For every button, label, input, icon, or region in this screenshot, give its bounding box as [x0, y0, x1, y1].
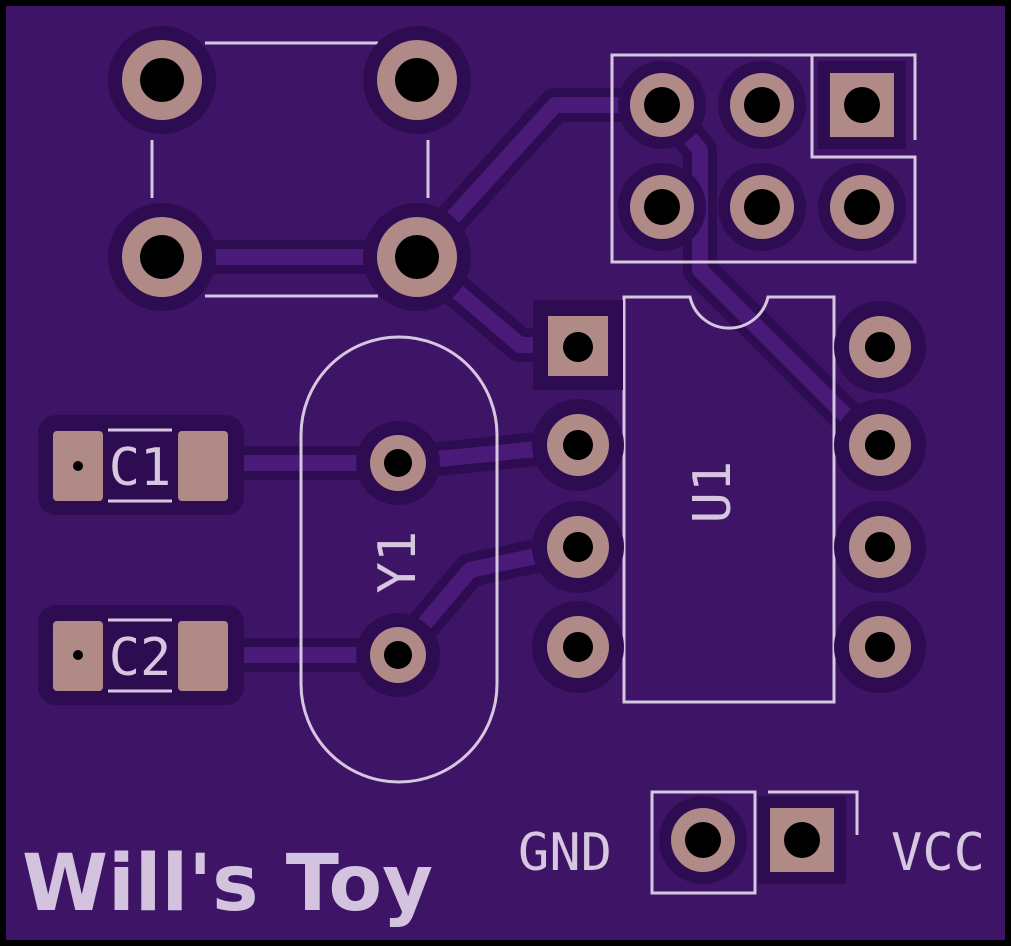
switch-silkscreen	[150, 41, 430, 298]
ic-u1: U1	[532, 295, 926, 704]
power-header-silkscreen	[650, 790, 859, 895]
c1-pad-2	[178, 431, 228, 501]
vcc-label: VCC	[891, 823, 985, 883]
capacitor-c2: C2	[38, 605, 244, 705]
u1-label: U1	[683, 461, 743, 524]
gnd-label: GND	[518, 823, 612, 883]
c2-pad-2	[178, 621, 228, 691]
c1-polarity-dot	[73, 461, 83, 471]
u1-silkscreen	[622, 295, 836, 704]
switch-pads	[108, 26, 471, 311]
crystal-y1: Y1	[299, 335, 499, 784]
c2-polarity-dot	[73, 650, 83, 660]
c2-label: C2	[109, 628, 172, 688]
y1-label: Y1	[368, 531, 428, 594]
capacitor-c1: C1	[38, 415, 244, 515]
push-button-switch	[108, 26, 471, 311]
c1-label: C1	[109, 438, 172, 498]
power-header: GND VCC	[518, 790, 985, 895]
isp-header-silkscreen	[610, 53, 917, 264]
y1-silkscreen	[299, 335, 499, 784]
isp-header	[610, 53, 917, 264]
board-title: Will's Toy	[22, 839, 433, 929]
